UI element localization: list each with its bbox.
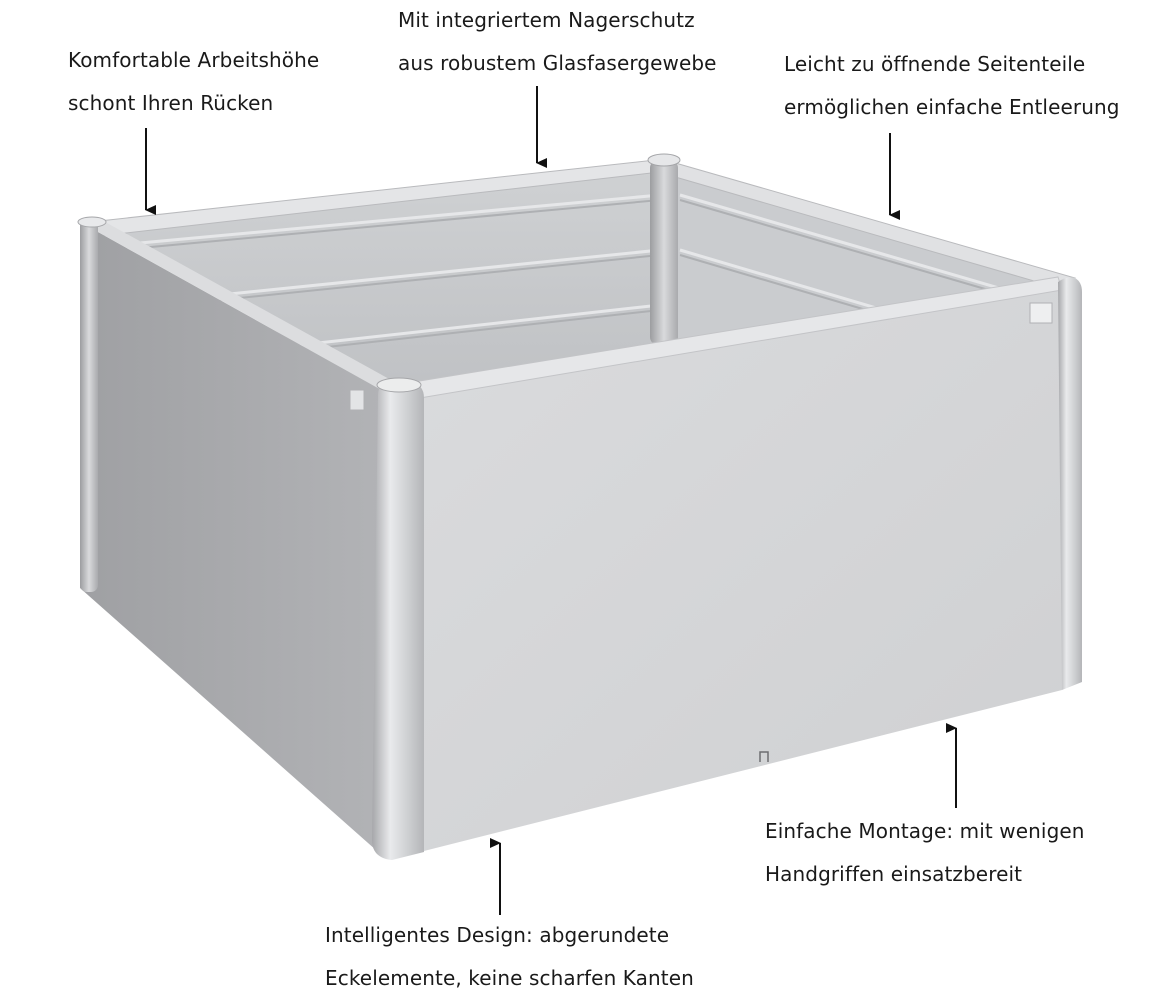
- callout-text: Handgriffen einsatzbereit: [765, 862, 1023, 886]
- interior-ribs: [139, 193, 1041, 347]
- callout-text: Mit integriertem Nagerschutz: [398, 8, 695, 32]
- callout-text: Eckelemente, keine scharfen Kanten: [325, 966, 694, 990]
- left-side-panel: [80, 222, 385, 858]
- callout-text: schont Ihren Rücken: [68, 91, 274, 115]
- callout-text: Einfache Montage: mit wenigen: [765, 819, 1085, 843]
- callout-assembly: Einfache Montage: mit wenigen Handgriffe…: [765, 810, 1085, 896]
- front-right-corner-post: [1058, 277, 1082, 690]
- left-back-corner-post: [80, 220, 98, 592]
- callout-text: aus robustem Glasfasergewebe: [398, 51, 717, 75]
- callout-rodent-protection: Mit integriertem Nagerschutz aus robuste…: [398, 0, 717, 85]
- callout-text: Leicht zu öffnende Seitenteile: [784, 52, 1086, 76]
- back-corner-post: [650, 160, 678, 345]
- front-panel-notch: [759, 751, 769, 762]
- callout-side-panels: Leicht zu öffnende Seitenteile ermöglich…: [784, 43, 1120, 129]
- callout-text: Komfortable Arbeitshöhe: [68, 48, 320, 72]
- left-panel-label-plate: [349, 389, 365, 411]
- front-panel: [420, 282, 1062, 852]
- callout-text: ermöglichen einfache Entleerung: [784, 95, 1120, 119]
- callout-design: Intelligentes Design: abgerundete Eckele…: [325, 914, 694, 1000]
- callout-working-height: Komfortable Arbeitshöhe schont Ihren Rüc…: [68, 39, 319, 125]
- front-left-corner-post: [372, 382, 424, 860]
- callout-text: Intelligentes Design: abgerundete: [325, 923, 670, 947]
- right-panel-label-plate: [1029, 302, 1053, 324]
